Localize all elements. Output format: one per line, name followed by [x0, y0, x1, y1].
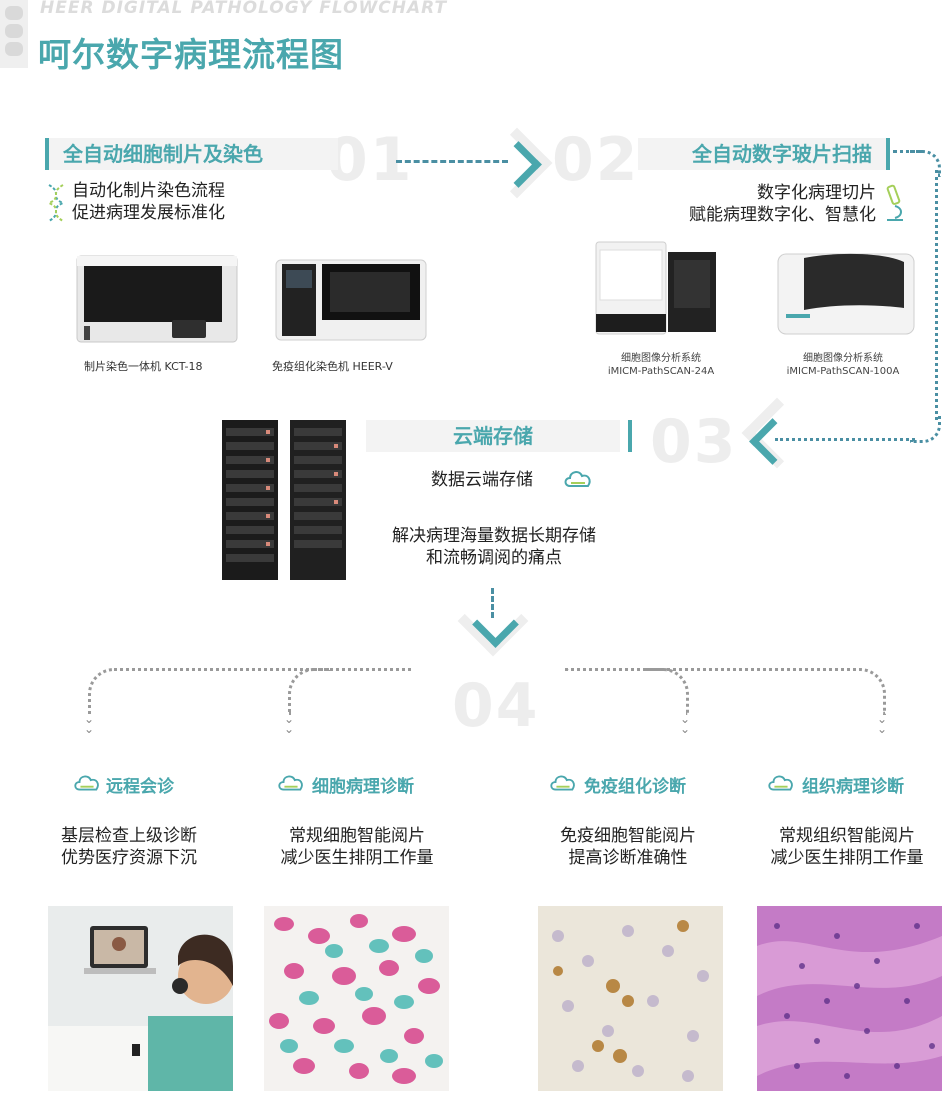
histology-slide-photo	[757, 906, 942, 1091]
cloud-icon	[562, 466, 594, 490]
branch-connector	[565, 668, 886, 715]
chevron-down-icon: ⌄⌄	[284, 712, 295, 736]
step-heading: 全自动细胞制片及染色	[45, 138, 338, 170]
branch-connector	[88, 668, 411, 715]
scanner-24a-device-image	[592, 240, 720, 340]
telemedicine-photo	[48, 906, 233, 1091]
heading-bar	[628, 420, 632, 452]
device-caption-line: iMICM-PathSCAN-100A	[786, 366, 900, 377]
step-line: 促进病理发展标准化	[72, 203, 225, 223]
application-line: 基层检查上级诊断	[61, 826, 197, 846]
branch-connector	[646, 668, 689, 715]
page-title: 呵尔数字病理流程图	[38, 35, 344, 74]
application-heading: 细胞病理诊断	[312, 777, 414, 797]
step-line: 赋能病理数字化、智慧化	[689, 205, 876, 225]
application-line: 免疫细胞智能阅片	[560, 826, 696, 846]
step-line: 数字化病理切片	[757, 183, 876, 203]
application-heading: 免疫组化诊断	[584, 777, 686, 797]
brand-badge	[0, 0, 28, 68]
device-caption-line: 细胞图像分析系统	[621, 353, 701, 364]
device-caption: 细胞图像分析系统 iMICM-PathSCAN-100A	[766, 352, 920, 378]
device-caption-line: iMICM-PathSCAN-24A	[607, 366, 715, 377]
logo-shape	[5, 42, 23, 56]
flow-connector-curve	[910, 416, 941, 443]
step-number: 02	[552, 125, 640, 195]
stainer-device-image	[72, 252, 242, 348]
cloud-icon	[766, 770, 796, 794]
device-caption: 制片染色一体机 KCT-18	[84, 360, 203, 373]
cloud-icon	[548, 770, 578, 794]
step-heading: 云端存储	[366, 420, 620, 452]
application-line: 常规组织智能阅片	[779, 826, 915, 846]
device-caption-line: 细胞图像分析系统	[803, 353, 883, 364]
device-caption: 免疫组化染色机 HEER-V	[272, 360, 393, 373]
device-caption: 细胞图像分析系统 iMICM-PathSCAN-24A	[586, 352, 736, 378]
step-number: 04	[452, 671, 540, 741]
application-line: 减少医生排阴工作量	[280, 848, 434, 868]
chevron-down-icon: ⌄⌄	[877, 712, 888, 736]
page-subtitle-en: HEER DIGITAL PATHOLOGY FLOWCHART	[40, 0, 448, 18]
application-line: 提高诊断准确性	[568, 848, 688, 868]
flow-connector	[893, 150, 923, 153]
branch-connector	[288, 668, 331, 715]
step-number: 03	[650, 407, 738, 477]
scanner-100a-device-image	[774, 248, 918, 338]
step-line: 自动化制片染色流程	[72, 181, 225, 201]
flow-connector-curve	[910, 150, 941, 177]
flow-connector	[396, 160, 508, 163]
flow-connector	[491, 588, 494, 618]
chevron-down-icon: ⌄⌄	[84, 712, 95, 736]
server-rack-image	[220, 418, 350, 586]
logo-shape	[5, 6, 23, 20]
microscope-icon	[881, 184, 907, 224]
flow-connector	[775, 438, 915, 441]
ihc-stainer-device-image	[270, 250, 430, 346]
logo-shape	[5, 24, 23, 38]
cloud-icon	[72, 770, 102, 794]
application-line: 减少医生排阴工作量	[770, 848, 924, 868]
chevron-down-icon: ⌄⌄	[680, 712, 691, 736]
flow-connector	[935, 170, 938, 420]
application-heading: 远程会诊	[106, 777, 174, 797]
step-line: 数据云端存储	[431, 470, 533, 490]
cytology-slide-photo	[264, 906, 449, 1091]
application-line: 优势医疗资源下沉	[61, 848, 197, 868]
application-heading: 组织病理诊断	[802, 777, 904, 797]
step-heading: 全自动数字玻片扫描	[638, 138, 890, 170]
cloud-icon	[276, 770, 306, 794]
ihc-slide-photo	[538, 906, 723, 1091]
dna-icon	[46, 183, 66, 223]
application-line: 常规细胞智能阅片	[289, 826, 425, 846]
step-line: 解决病理海量数据长期存储	[392, 526, 596, 546]
step-line: 和流畅调阅的痛点	[426, 548, 562, 568]
